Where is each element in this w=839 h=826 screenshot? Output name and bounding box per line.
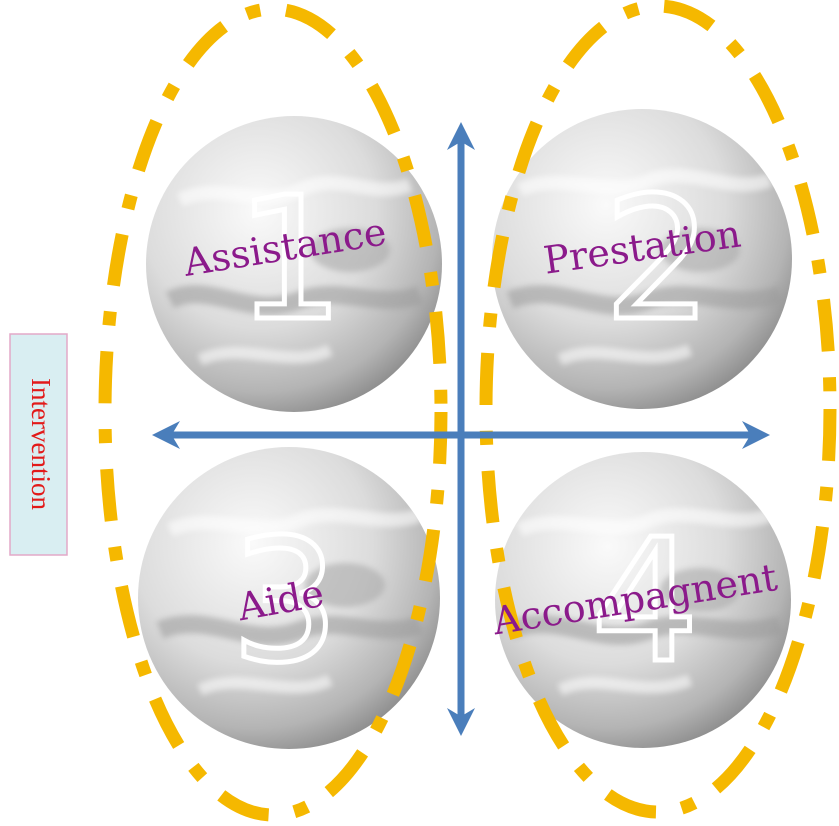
globe-1-icon — [146, 116, 442, 412]
quadrant-1-number: 1 — [236, 161, 344, 359]
right-dashed-ellipse — [479, 0, 837, 819]
intervention-label: Intervention — [26, 378, 56, 510]
quadrant-2-number: 2 — [604, 161, 712, 359]
quadrant-3-number: 3 — [231, 503, 339, 701]
globe-4-icon — [495, 452, 791, 748]
left-dashed-ellipse — [98, 2, 448, 822]
globe-2-icon — [492, 109, 792, 409]
quadrant-4-number: 4 — [591, 503, 699, 701]
intervention-side-box: Intervention — [9, 333, 68, 556]
globe-3-icon — [138, 447, 440, 749]
